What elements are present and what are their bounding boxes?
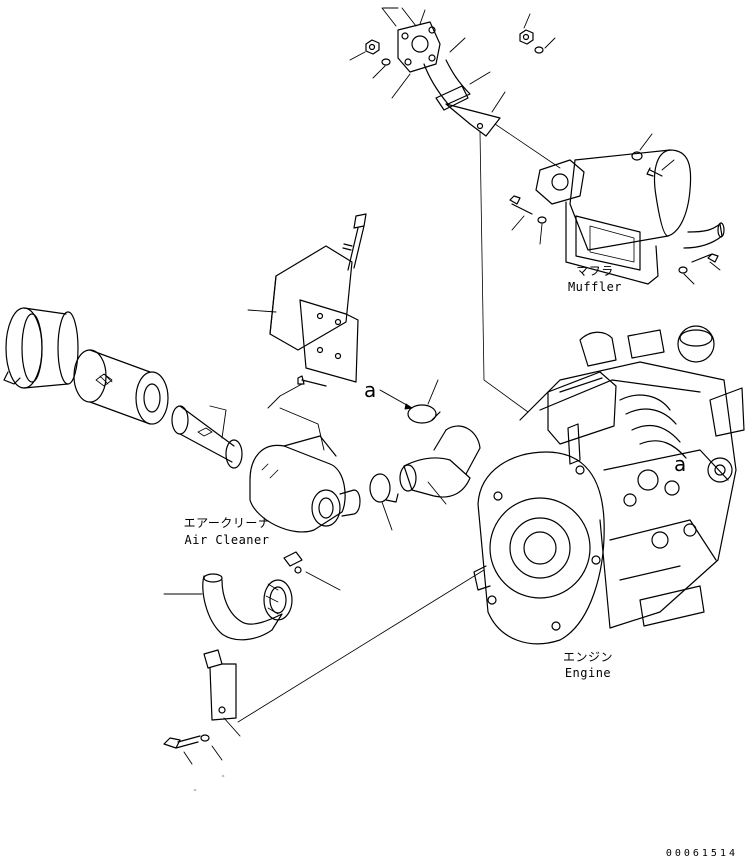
- leader-lines-top: [350, 8, 555, 112]
- engine-label-jp: エンジン: [562, 650, 613, 664]
- muffler-label-en: Muffler: [567, 280, 623, 294]
- inner-filter-element: [172, 406, 242, 468]
- pipe-stay: [204, 650, 236, 720]
- intake-elbow-pipe: [203, 574, 292, 640]
- exhaust-hardware-top: [366, 30, 543, 65]
- air-cleaner-bracket: [270, 246, 358, 382]
- hose-clamp-upper: [408, 405, 440, 423]
- engine-label-en: Engine: [564, 666, 612, 680]
- engine: [474, 326, 744, 644]
- stay-bolt: [164, 735, 209, 748]
- leader-lines-air-cleaner: [210, 406, 340, 590]
- bolt-top: [343, 214, 366, 270]
- document-number: 00061514: [665, 848, 738, 859]
- intake-hose: [400, 426, 480, 497]
- air-cleaner-body: [250, 436, 360, 532]
- leader-lines-stay: [164, 570, 484, 790]
- muffler-hardware: [510, 152, 718, 273]
- outer-filter-element: [74, 350, 168, 424]
- view-a-engine-label: a: [674, 452, 687, 476]
- leader-lines-bracket: [248, 310, 324, 450]
- air-cleaner-label-jp: エアークリーナ: [183, 516, 271, 530]
- vacuator-valve: [284, 552, 302, 573]
- air-cleaner-cap: [4, 308, 78, 388]
- bracket-bolt: [298, 376, 326, 386]
- view-a-arrow-label: a: [364, 378, 377, 402]
- exhaust-elbow: [398, 22, 500, 136]
- leader-lines-hose: [380, 380, 446, 530]
- hose-clamp-small: [370, 474, 398, 502]
- muffler-label-jp: マフラ: [576, 264, 614, 278]
- air-cleaner-label-en: Air Cleaner: [184, 533, 270, 547]
- muffler: [536, 150, 724, 284]
- leader-lines-muffler: [480, 124, 720, 412]
